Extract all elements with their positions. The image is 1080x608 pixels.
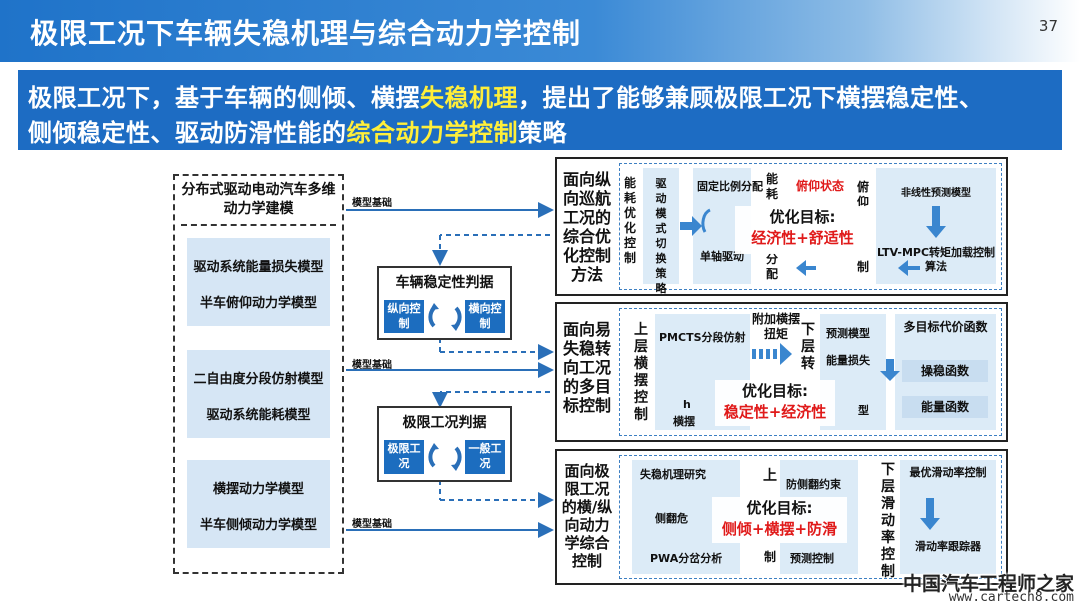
model-group-1 <box>187 238 330 326</box>
h-label: h <box>683 398 691 411</box>
fixed-ratio-label: 固定比例分配 <box>697 180 763 193</box>
summary-banner <box>18 70 1062 150</box>
goal-title: 优化目标: <box>746 499 813 517</box>
lateral-control: 横向控制 <box>465 300 505 333</box>
multi-objective-label: 多目标代价函数 <box>903 320 988 334</box>
model-basis-label: 模型基础 <box>352 519 392 530</box>
model-label: 驱动系统能量损失模型 <box>193 260 324 275</box>
steering-goal: 优化目标: 稳定性+经济性 <box>715 380 835 426</box>
cycle-arrows-icon <box>428 303 462 331</box>
model-group-3 <box>187 460 330 548</box>
page-number: 37 <box>1038 17 1058 35</box>
energy-opt-label: 能耗优化控制 <box>623 176 636 265</box>
mechanism-label: 失稳机理研究 <box>640 468 706 481</box>
summary-text: 侧倾稳定性、驱动防滑性能的 <box>28 119 347 147</box>
mode-switch-text: 驱动模式切换策略 <box>655 177 667 295</box>
limit-goal: 优化目标: 侧倾+横摆+防滑 <box>712 497 847 543</box>
watermark-url: www.cartech8.com <box>948 590 1074 605</box>
mode-switch-strategy: 驱动模式切换策略 <box>643 168 679 295</box>
pitch-label: 俯仰 <box>856 180 869 209</box>
goal-title: 优化目标: <box>769 208 836 226</box>
section-cruise-label: 面向纵向巡航工况的综合优化控制方法 <box>562 170 611 284</box>
cruise-goal: 优化目标: 经济性+舒适性 <box>735 206 870 254</box>
anti-rollover-label: 防侧翻约束 <box>786 478 841 491</box>
summary-text: 极限工况下，基于车辆的侧倾、横摆 <box>28 84 420 112</box>
rollover-label: 侧翻危 <box>655 512 688 525</box>
stability-function: 操稳函数 <box>902 360 988 382</box>
slip-control-box <box>900 460 996 574</box>
summary-highlight: 综合动力学控制 <box>346 119 518 147</box>
pred-model-label: 预测模型 <box>826 327 870 340</box>
ctrl-label: 制 <box>856 260 869 274</box>
limit-condition: 极限工况 <box>384 440 424 474</box>
summary-line-2: 侧倾稳定性、驱动防滑性能的综合动力学控制策略 <box>28 113 567 148</box>
goal-value: 侧倾+横摆+防滑 <box>721 520 838 538</box>
modeling-box <box>173 174 344 574</box>
summary-line-1: 极限工况下，基于车辆的侧倾、横摆失稳机理，提出了能够兼顾极限工况下横摆稳定性、 <box>28 78 984 113</box>
model-group-2 <box>187 350 330 438</box>
section-steering-arrows <box>752 343 900 381</box>
section-cruise-arrows <box>680 206 946 276</box>
longitudinal-control: 纵向控制 <box>384 300 424 333</box>
model-basis-label: 模型基础 <box>352 198 392 209</box>
stability-criterion-title: 车辆稳定性判据 <box>395 275 494 291</box>
energy-label: 能耗 <box>765 172 778 201</box>
section-cruise-panel <box>619 163 1002 290</box>
title-bar <box>0 0 1080 62</box>
single-axle-label: 单轴驱动 <box>700 250 744 263</box>
summary-text: ，提出了能够兼顾极限工况下横摆稳定性、 <box>518 84 984 112</box>
cycle-arrows-icon <box>428 443 462 471</box>
model-label: 横摆动力学模型 <box>212 482 304 497</box>
normal-condition: 一般工况 <box>465 440 505 474</box>
type-label: 型 <box>858 404 869 417</box>
section-limit-panel <box>619 455 1002 579</box>
model-label: 半车俯仰动力学模型 <box>199 296 317 311</box>
lower-slip-label: 下层滑动率控制 <box>881 462 895 580</box>
upper-yaw-label: 上层横摆控制 <box>634 322 648 423</box>
goal-value: 稳定性+经济性 <box>723 403 827 421</box>
pwa-label: PWA分岔分析 <box>650 552 723 565</box>
upper-label: 上 <box>763 468 777 484</box>
ltv-mpc-label: LTV-MPC转矩加载控制算法 <box>876 246 996 273</box>
pmcts-label: PMCTS分段仿射 <box>659 331 746 344</box>
lower-label: 下层转 <box>801 322 815 372</box>
goal-title: 优化目标: <box>742 382 808 400</box>
nmpc-label: 非线性预测模型 <box>901 188 971 199</box>
section-limit-label: 面向极限工况的横/纵向动力学综合控制 <box>561 462 613 570</box>
model-basis-label: 模型基础 <box>352 360 392 371</box>
optimal-slip-label: 最优滑动率控制 <box>909 466 987 479</box>
goal-value: 经济性+舒适性 <box>751 229 854 247</box>
page-title: 极限工况下车辆失稳机理与综合动力学控制 <box>30 17 582 50</box>
energy-loss-label: 能量损失 <box>826 354 870 367</box>
distribution-label: 分配 <box>765 252 778 281</box>
modeling-title: 分布式驱动电动汽车多维动力学建模 <box>181 182 336 217</box>
divider <box>181 224 336 226</box>
energy-function: 能量函数 <box>902 396 988 418</box>
section-steering-panel <box>619 308 1002 436</box>
extra-yaw-label: 附加横摆扭矩 <box>752 312 801 341</box>
section-steering-label: 面向易失稳转向工况的多目标控制 <box>562 320 611 415</box>
summary-highlight: 失稳机理 <box>420 84 518 112</box>
model-label: 二自由度分段仿射模型 <box>193 372 324 387</box>
model-label: 驱动系统能耗模型 <box>206 408 311 423</box>
limit-criterion-title: 极限工况判据 <box>402 415 487 431</box>
pitch-state-label: 俯仰状态 <box>796 179 845 193</box>
section-limit-arrows <box>920 498 940 530</box>
yaw-label: 横摆 <box>673 415 695 428</box>
slip-tracker-label: 滑动率跟踪器 <box>915 540 981 553</box>
summary-text: 策略 <box>518 119 567 147</box>
model-label: 半车侧倾动力学模型 <box>199 518 317 533</box>
pred-ctrl-label: 预测控制 <box>790 552 834 565</box>
ctrl-label: 制 <box>763 550 776 564</box>
watermark-text: 中国汽车工程师之家 <box>902 573 1074 595</box>
